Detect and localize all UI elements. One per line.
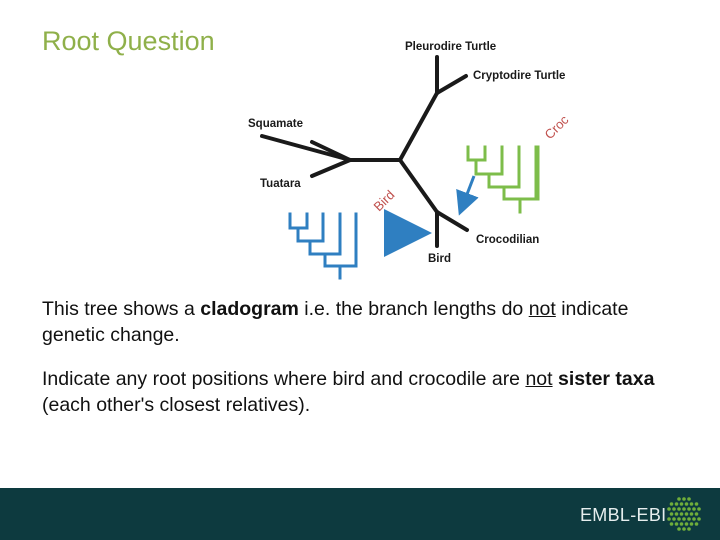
logo-dot <box>677 497 681 501</box>
logo-dot <box>689 502 694 506</box>
logo-dot <box>682 527 686 531</box>
label-bird-rotated: Bird <box>371 187 398 214</box>
branch-internal-center <box>398 91 439 162</box>
logo-dot <box>687 497 691 501</box>
logo-dot <box>697 517 701 521</box>
text-run: This tree shows a <box>42 298 201 320</box>
branch-cryptodire <box>435 74 468 95</box>
logo-dot <box>684 502 689 506</box>
brand-label: EMBL-EBI <box>580 505 667 525</box>
label-squamate: Squamate <box>248 118 303 130</box>
text-run: (each other's closest relatives). <box>42 394 311 416</box>
bird-rooted-tree <box>288 212 358 280</box>
logo-dot <box>682 517 686 521</box>
logo-dot <box>672 507 676 511</box>
logo-dot <box>689 522 694 526</box>
logo-dot <box>687 507 691 511</box>
logo-dot <box>674 512 679 516</box>
logo-dot <box>682 497 686 501</box>
logo-dot <box>697 507 701 511</box>
logo-dot <box>669 522 674 526</box>
logo-dot <box>679 512 684 516</box>
logo-dot <box>694 502 699 506</box>
logo-dot <box>694 512 699 516</box>
cladogram-diagram: Pleurodire Turtle Cryptodire Turtle Squa… <box>248 41 572 280</box>
logo-dot <box>672 517 676 521</box>
text-run: Indicate any root positions where bird a… <box>42 368 526 390</box>
label-crocodilian: Crocodilian <box>476 234 539 246</box>
emphasis-not: not <box>525 368 553 390</box>
logo-dot <box>677 507 681 511</box>
logo-dot <box>692 517 696 521</box>
croc-rooted-tree <box>466 145 540 214</box>
logo-dot <box>674 502 679 506</box>
paragraph-cladogram: This tree shows a cladogram i.e. the bra… <box>42 296 692 348</box>
logo-dot <box>684 512 689 516</box>
logo-dot <box>692 507 696 511</box>
logo-dot <box>694 522 699 526</box>
logo-dot <box>669 512 674 516</box>
logo-dot <box>682 507 686 511</box>
branch-crocodilian <box>435 210 469 232</box>
tree-branches <box>260 55 469 248</box>
embl-ebi-logo-icon <box>667 497 701 531</box>
logo-dot <box>677 517 681 521</box>
logo-dot <box>687 527 691 531</box>
arrow-to-croc-branch <box>456 175 479 216</box>
branch-tuatara-tip <box>310 158 352 178</box>
label-cryptodire-turtle: Cryptodire Turtle <box>473 70 565 82</box>
term-cladogram: cladogram <box>200 298 299 320</box>
paragraph-instruction: Indicate any root positions where bird a… <box>42 366 692 418</box>
logo-dot <box>674 522 679 526</box>
branch-squamate-tip <box>310 140 352 162</box>
label-croc-rotated: Croc <box>542 112 572 142</box>
logo-dot <box>679 502 684 506</box>
label-tuatara: Tuatara <box>260 178 301 190</box>
logo-dot <box>667 517 671 521</box>
label-bird: Bird <box>428 253 451 265</box>
logo-dot <box>689 512 694 516</box>
slide-title: Root Question <box>42 26 215 56</box>
logo-dot <box>679 522 684 526</box>
logo-dot <box>669 502 674 506</box>
branch-internal-right <box>398 158 439 214</box>
logo-dot <box>667 507 671 511</box>
text-run: i.e. the branch lengths do <box>298 298 529 320</box>
logo-dot <box>677 527 681 531</box>
footer-bar: EMBL-EBI <box>0 488 720 540</box>
logo-dot <box>687 517 691 521</box>
branch-squamate-tuatara <box>260 134 352 162</box>
text-run: indicate genetic change. <box>42 298 629 346</box>
logo-dot <box>684 522 689 526</box>
term-sister-taxa: sister taxa <box>557 368 655 390</box>
emphasis-not: not <box>528 298 556 320</box>
label-pleurodire-turtle: Pleurodire Turtle <box>405 41 496 53</box>
